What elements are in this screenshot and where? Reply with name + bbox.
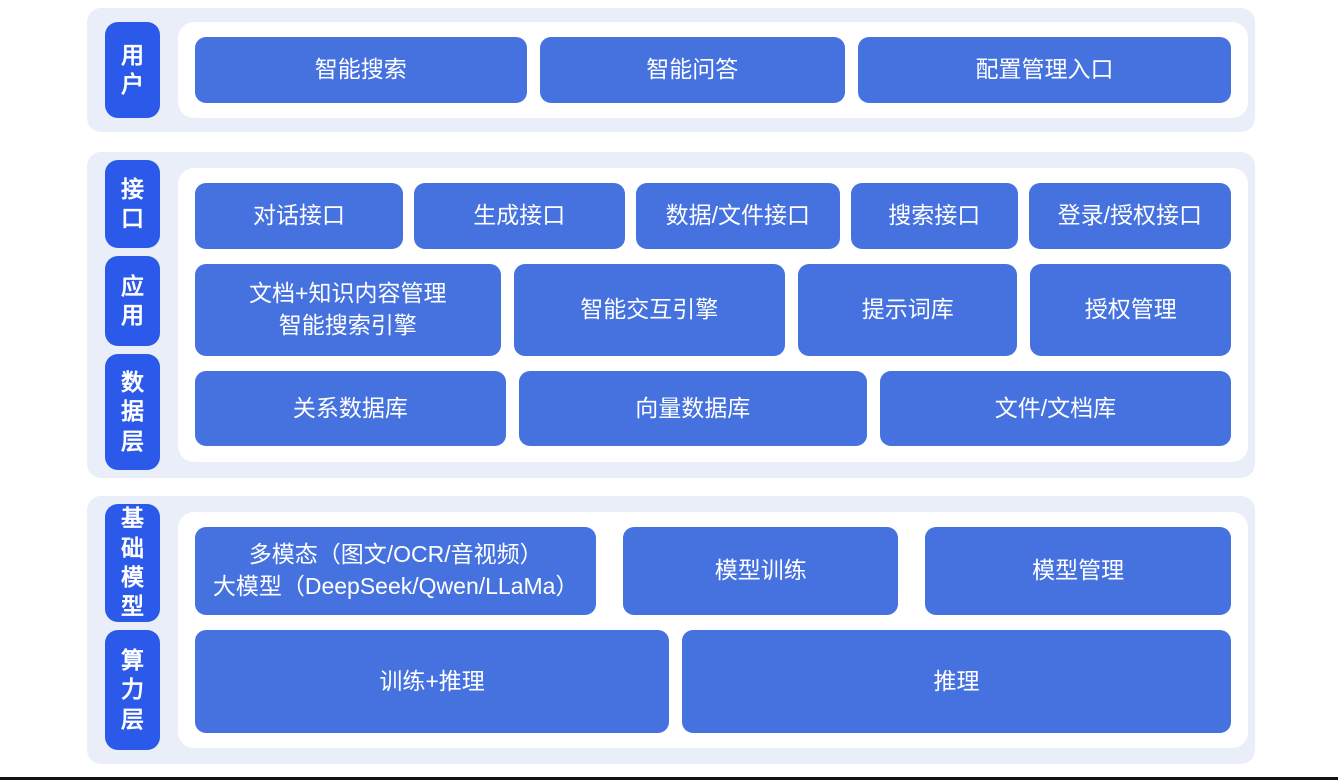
box-auth-management: 授权管理: [1030, 264, 1231, 356]
panel-model-compute-layers: 基础模型 算力层 多模态（图文/OCR/音视频） 大模型（DeepSeek/Qw…: [87, 496, 1255, 764]
box-smart-interaction-engine: 智能交互引擎: [513, 264, 785, 356]
middle-label-column: 接口 应用 数据层: [87, 152, 178, 478]
box-model-training: 模型训练: [623, 527, 899, 615]
box-search-api: 搜索接口: [850, 183, 1018, 249]
data-row: 关系数据库 向量数据库 文件/文档库: [195, 371, 1231, 446]
box-generation-api: 生成接口: [413, 183, 625, 249]
compute-row: 训练+推理 推理: [195, 630, 1231, 733]
layer-label-application: 应用: [105, 256, 160, 346]
box-config-management-entry: 配置管理入口: [858, 37, 1231, 103]
user-layer-container: 智能搜索 智能问答 配置管理入口: [178, 22, 1248, 118]
layer-label-interface-text: 接口: [121, 175, 144, 231]
box-prompt-library: 提示词库: [797, 264, 1018, 356]
base-model-row: 多模态（图文/OCR/音视频） 大模型（DeepSeek/Qwen/LLaMa）…: [195, 527, 1231, 615]
middle-container: 对话接口 生成接口 数据/文件接口 搜索接口 登录/授权接口 文档+知识内容管理…: [178, 168, 1248, 462]
box-model-management: 模型管理: [925, 527, 1231, 615]
layer-label-user: 用户: [105, 22, 160, 118]
box-smart-search: 智能搜索: [195, 37, 527, 103]
bottom-label-column: 基础模型 算力层: [87, 496, 178, 764]
diagram-content: 用户 智能搜索 智能问答 配置管理入口 接口 应用: [87, 8, 1255, 764]
box-multimodal-llm: 多模态（图文/OCR/音视频） 大模型（DeepSeek/Qwen/LLaMa）: [195, 527, 597, 615]
box-file-doc-db: 文件/文档库: [879, 371, 1231, 446]
layer-label-user-text: 用户: [121, 41, 144, 97]
layer-label-compute: 算力层: [105, 630, 160, 750]
layer-label-base-model: 基础模型: [105, 504, 160, 622]
panel-interface-app-data-layers: 接口 应用 数据层 对话接口 生成接口 数据/文件接口 搜索接口 登录/授权接口: [87, 152, 1255, 478]
box-inference: 推理: [682, 630, 1231, 733]
layer-label-data-text: 数据层: [121, 368, 144, 454]
box-relational-db: 关系数据库: [195, 371, 506, 446]
layer-label-compute-text: 算力层: [121, 646, 144, 732]
user-layer-row: 智能搜索 智能问答 配置管理入口: [195, 37, 1231, 103]
box-login-auth-api: 登录/授权接口: [1028, 183, 1232, 249]
box-doc-knowledge-search-engine: 文档+知识内容管理 智能搜索引擎: [195, 264, 501, 356]
box-vector-db: 向量数据库: [518, 371, 867, 446]
layer-label-base-model-text: 基础模型: [121, 505, 144, 620]
application-row: 文档+知识内容管理 智能搜索引擎 智能交互引擎 提示词库 授权管理: [195, 264, 1231, 356]
bottom-rule: [0, 777, 1338, 780]
user-layer-label-column: 用户: [87, 8, 178, 132]
bottom-container: 多模态（图文/OCR/音视频） 大模型（DeepSeek/Qwen/LLaMa）…: [178, 512, 1248, 748]
layer-label-data: 数据层: [105, 354, 160, 470]
interface-row: 对话接口 生成接口 数据/文件接口 搜索接口 登录/授权接口: [195, 183, 1232, 249]
panel-user-layer: 用户 智能搜索 智能问答 配置管理入口: [87, 8, 1255, 132]
box-smart-qa: 智能问答: [539, 37, 845, 103]
box-training-inference: 训练+推理: [195, 630, 670, 733]
layer-label-application-text: 应用: [121, 272, 144, 328]
box-dialog-api: 对话接口: [195, 183, 403, 249]
layer-label-interface: 接口: [105, 160, 160, 248]
box-data-file-api: 数据/文件接口: [635, 183, 840, 249]
